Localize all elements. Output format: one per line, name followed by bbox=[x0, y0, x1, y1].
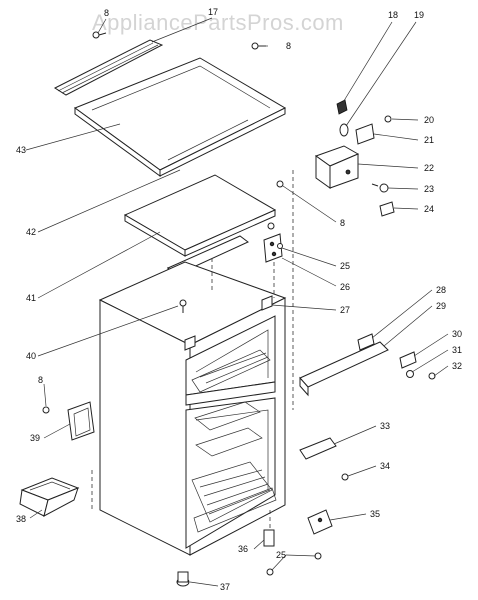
leader-lines bbox=[25, 17, 449, 587]
callout-20: 20 bbox=[424, 115, 434, 125]
callout-8: 8 bbox=[104, 8, 109, 18]
callout-22: 22 bbox=[424, 163, 434, 173]
part-23-screw bbox=[371, 183, 389, 193]
part-25-screw-top bbox=[277, 243, 283, 249]
callout-35: 35 bbox=[370, 509, 380, 519]
part-8-screw-top bbox=[92, 31, 107, 39]
part-8-screw-left bbox=[42, 406, 50, 414]
part-35-lower-hinge bbox=[307, 509, 333, 535]
callout-23: 23 bbox=[424, 184, 434, 194]
callout-8: 8 bbox=[340, 218, 345, 228]
part-26-upper-hinge bbox=[263, 233, 283, 263]
part-21-socket bbox=[355, 123, 375, 145]
callout-25: 25 bbox=[276, 550, 286, 560]
callout-28: 28 bbox=[436, 285, 446, 295]
part-8-screw-side bbox=[276, 180, 284, 188]
callout-labels: 8 17 8 18 19 20 21 22 23 24 43 8 42 25 2… bbox=[16, 7, 462, 592]
callout-30: 30 bbox=[452, 329, 462, 339]
part-17-trim-strip bbox=[53, 39, 164, 96]
refrigerator-cabinet bbox=[98, 261, 287, 556]
callout-27: 27 bbox=[340, 305, 350, 315]
part-39-side-bracket bbox=[67, 401, 95, 441]
callout-34: 34 bbox=[380, 461, 390, 471]
callout-39: 39 bbox=[30, 433, 40, 443]
part-34-screw bbox=[341, 473, 349, 481]
part-40-screw bbox=[179, 299, 187, 313]
callout-8: 8 bbox=[38, 375, 43, 385]
part-24-plug bbox=[379, 201, 395, 217]
part-31-washer bbox=[406, 370, 414, 378]
callout-24: 24 bbox=[424, 204, 434, 214]
part-28-bracket bbox=[357, 333, 375, 351]
part-33-lower-bracket bbox=[299, 437, 337, 460]
callout-29: 29 bbox=[436, 301, 446, 311]
part-18-clip bbox=[336, 99, 348, 115]
callout-33: 33 bbox=[380, 421, 390, 431]
callout-19: 19 bbox=[414, 10, 424, 20]
callout-25: 25 bbox=[340, 261, 350, 271]
callout-36: 36 bbox=[238, 544, 248, 554]
part-30-hinge-pin bbox=[399, 351, 417, 369]
callout-41: 41 bbox=[26, 293, 36, 303]
callout-40: 40 bbox=[26, 351, 36, 361]
part-8-screw-hinge bbox=[267, 222, 275, 230]
part-29-rail bbox=[299, 341, 389, 397]
watermark: AppliancePartsPros.com bbox=[92, 10, 344, 35]
callout-42: 42 bbox=[26, 227, 36, 237]
callout-17: 17 bbox=[208, 7, 218, 17]
callout-18: 18 bbox=[388, 10, 398, 20]
part-32-screw bbox=[428, 372, 436, 380]
callout-26: 26 bbox=[340, 282, 350, 292]
part-42-shelf bbox=[123, 174, 277, 257]
callout-31: 31 bbox=[452, 345, 462, 355]
callout-32: 32 bbox=[452, 361, 462, 371]
callout-38: 38 bbox=[16, 514, 26, 524]
callout-43: 43 bbox=[16, 145, 26, 155]
part-19-bulb bbox=[339, 123, 349, 137]
callout-8: 8 bbox=[286, 41, 291, 51]
part-38-base-cover bbox=[19, 477, 80, 517]
callout-21: 21 bbox=[424, 135, 434, 145]
callout-37: 37 bbox=[220, 582, 230, 592]
part-43-top-cover bbox=[73, 57, 287, 177]
part-37-foot bbox=[176, 571, 190, 587]
part-22-control-box bbox=[314, 145, 360, 189]
part-20-screw bbox=[384, 115, 392, 123]
part-36-leg bbox=[263, 529, 275, 547]
